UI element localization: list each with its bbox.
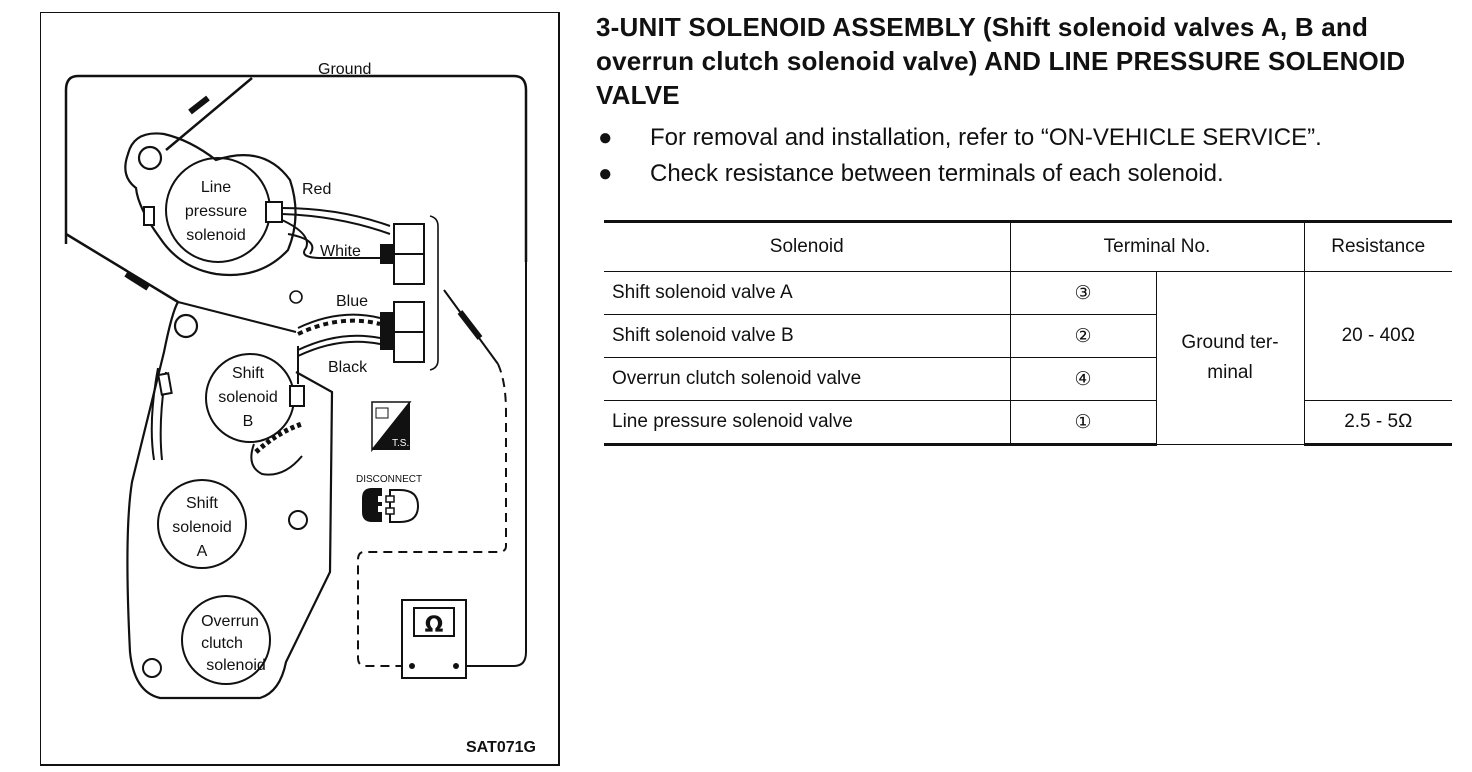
white-wire	[281, 219, 388, 259]
red-wire	[281, 207, 391, 227]
header-resistance: Resistance	[1303, 220, 1452, 272]
label-ts: T.S.	[392, 438, 409, 449]
plate-edge-wire	[177, 301, 297, 333]
header-terminal: Terminal No.	[1009, 220, 1305, 272]
connector-bottom-plug	[380, 312, 394, 350]
solenoid-name: Overrun clutch solenoid valve	[604, 357, 1011, 401]
solenoid-diagram: Ground Red White Blue Black Line pressur…	[40, 12, 560, 766]
connector-top-a	[393, 223, 425, 255]
white-wire-loop	[287, 233, 314, 255]
shift-b-lead	[250, 443, 303, 476]
shift-b-lead-stripe	[254, 421, 303, 454]
ground-wire	[248, 74, 528, 262]
instruction-text: Check resistance between terminals of ea…	[650, 160, 1224, 187]
table-row: Shift solenoid valve A ③ Ground ter- min…	[604, 271, 1452, 445]
ground-return-lead	[460, 262, 527, 667]
label-shift-b-2: solenoid	[218, 389, 278, 406]
label-shift-b-3: B	[243, 413, 254, 430]
upper-mount-hole	[137, 145, 163, 171]
terminal-number: ②	[1009, 314, 1156, 358]
solenoid-name: Shift solenoid valve A	[604, 271, 1011, 315]
figure-frame	[40, 12, 560, 766]
valve-body-plate	[126, 301, 334, 700]
header-solenoid: Solenoid	[604, 220, 1011, 272]
label-shift-a-1: Shift	[186, 495, 219, 512]
instruction-text: For removal and installation, refer to “…	[650, 124, 1322, 151]
left-ground-wire	[65, 232, 179, 304]
table-row: Shift solenoid valve B ②	[604, 314, 1452, 358]
middle-mount-hole	[173, 313, 199, 339]
probe-insulator	[457, 310, 483, 340]
ohmmeter-icon	[401, 599, 467, 679]
label-line-solenoid-3: solenoid	[186, 227, 246, 244]
table-row: Line pressure solenoid valve ① 2.5 - 5Ω	[604, 400, 1452, 446]
diagram-svg: Ground Red White Blue Black Line pressur…	[40, 12, 560, 766]
terminal-number: ④	[1009, 357, 1156, 401]
instruction-list: ● For removal and installation, refer to…	[596, 124, 1456, 188]
overrun-solenoid-body	[181, 595, 271, 685]
black-wire	[297, 334, 381, 351]
probe-lead-dashed	[357, 363, 507, 667]
black-wire-2	[297, 340, 381, 357]
line-solenoid-plate	[124, 132, 297, 277]
section-heading: 3-UNIT SOLENOID ASSEMBLY (Shift solenoid…	[596, 12, 1406, 110]
ground-lead-insulator	[188, 95, 210, 115]
resistance-table: Solenoid Terminal No. Resistance Shift s…	[604, 220, 1452, 446]
ground-terminal-cell: Ground ter- minal	[1155, 271, 1305, 445]
left-ground-insulator	[124, 271, 150, 291]
label-overrun-3: solenoid	[206, 657, 266, 674]
table-row: Overrun clutch solenoid valve ④	[604, 357, 1452, 401]
ground-wire-left	[64, 74, 248, 244]
line-solenoid-left-clip	[143, 206, 155, 226]
blue-wire-stripe	[297, 318, 381, 336]
solenoid-name: Line pressure solenoid valve	[604, 400, 1011, 446]
lower-left-hole	[142, 658, 162, 678]
figure-code: SAT071G	[466, 739, 536, 756]
shift-b-connector	[289, 385, 305, 407]
resistance-table-wrap: Solenoid Terminal No. Resistance Shift s…	[604, 220, 1452, 446]
connector-bracket	[429, 215, 439, 371]
label-ohm: Ω	[425, 613, 444, 638]
small-hole	[289, 290, 303, 304]
label-red: Red	[302, 181, 331, 198]
label-white: White	[320, 243, 361, 260]
terminal-number: ③	[1009, 271, 1157, 315]
disconnect-connector-icon	[362, 488, 420, 523]
line-solenoid-connector	[265, 201, 283, 223]
label-shift-a-2: solenoid	[172, 519, 232, 536]
bullet-icon: ●	[598, 160, 613, 187]
label-overrun-2: clutch	[201, 635, 243, 652]
solenoid-name: Shift solenoid valve B	[604, 314, 1011, 358]
harness-left-1	[150, 367, 159, 461]
label-ground: Ground	[318, 61, 371, 78]
label-blue: Blue	[336, 293, 368, 310]
harness-left-clip	[157, 372, 173, 396]
instruction-item: ● For removal and installation, refer to…	[596, 124, 1456, 152]
resistance-value: 20 - 40Ω	[1303, 271, 1452, 401]
bullet-icon: ●	[598, 124, 613, 151]
connector-bottom-b	[393, 331, 425, 363]
label-shift-a-3: A	[197, 543, 208, 560]
lower-right-hole	[288, 510, 308, 530]
connector-top-plug	[380, 244, 394, 264]
ts-tester-icon	[371, 401, 412, 453]
label-disconnect: DISCONNECT	[356, 474, 422, 485]
resistance-value: 2.5 - 5Ω	[1303, 400, 1452, 446]
label-black: Black	[328, 359, 368, 376]
instruction-item: ● Check resistance between terminals of …	[596, 160, 1456, 188]
label-line-solenoid-1: Line	[201, 179, 231, 196]
connector-top-b	[393, 253, 425, 285]
red-wire-2	[281, 213, 391, 235]
label-line-solenoid-2: pressure	[185, 203, 247, 220]
shift-solenoid-a-body	[157, 479, 247, 569]
text-column: 3-UNIT SOLENOID ASSEMBLY (Shift solenoid…	[596, 10, 1456, 196]
connector-bottom-a	[393, 301, 425, 333]
table-header-row: Solenoid Terminal No. Resistance	[604, 220, 1452, 272]
label-overrun-1: Overrun	[201, 613, 259, 630]
label-shift-b-1: Shift	[232, 365, 265, 382]
terminal-number: ①	[1009, 400, 1157, 446]
blue-wire	[297, 313, 381, 329]
